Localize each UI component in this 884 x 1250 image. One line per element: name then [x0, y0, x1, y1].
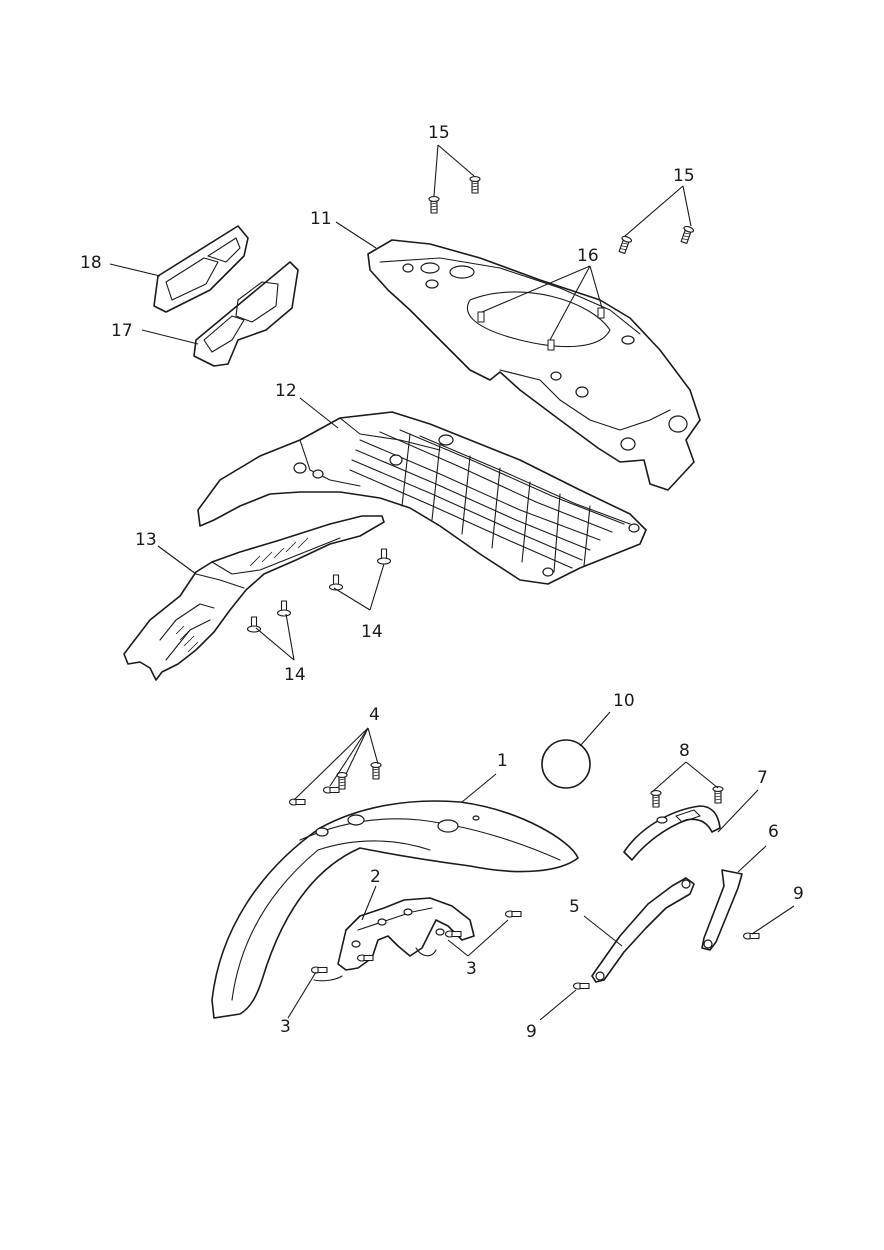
callout-5: 5	[569, 897, 580, 917]
callout-3-left: 3	[280, 1017, 291, 1037]
callout-9-bottom: 9	[526, 1022, 537, 1042]
screws-15-top	[428, 176, 481, 214]
disc-10	[541, 739, 591, 789]
callout-10: 10	[613, 691, 635, 711]
gasket-18	[153, 225, 249, 313]
bracket-2	[313, 897, 475, 982]
grille-12	[197, 411, 647, 585]
stay-6	[701, 869, 743, 951]
mudguard-1	[211, 800, 579, 1019]
callout-16: 16	[577, 246, 599, 266]
rivets-14-right	[328, 548, 392, 591]
screws-8	[650, 786, 724, 808]
callout-13: 13	[135, 530, 157, 550]
leader-lines	[109, 144, 795, 1021]
callout-12: 12	[275, 381, 297, 401]
callout-18: 18	[80, 253, 102, 273]
cover-11	[367, 239, 701, 491]
gasket-17	[193, 261, 299, 367]
screws-4	[288, 762, 382, 806]
screws-15-right	[616, 224, 695, 255]
callout-4: 4	[369, 705, 380, 725]
callout-17: 17	[111, 321, 133, 341]
callout-11: 11	[310, 209, 332, 229]
callout-9-right: 9	[793, 884, 804, 904]
callout-14-right: 14	[361, 622, 383, 642]
callout-3-right: 3	[466, 959, 477, 979]
rivets-14-left	[246, 600, 292, 633]
callout-labels: 15 15 11 16 18 17 12 13 14 14 4 10 1 8 7…	[80, 123, 804, 1042]
bracket-13	[123, 515, 385, 681]
callout-14-left: 14	[284, 665, 306, 685]
arm-5	[591, 877, 695, 983]
callout-7: 7	[757, 768, 768, 788]
trim-7	[623, 805, 721, 861]
callout-15-top: 15	[428, 123, 450, 143]
callout-1: 1	[497, 751, 508, 771]
callout-6: 6	[768, 822, 779, 842]
callout-8: 8	[679, 741, 690, 761]
callout-2: 2	[370, 867, 381, 887]
callout-15-right: 15	[673, 166, 695, 186]
